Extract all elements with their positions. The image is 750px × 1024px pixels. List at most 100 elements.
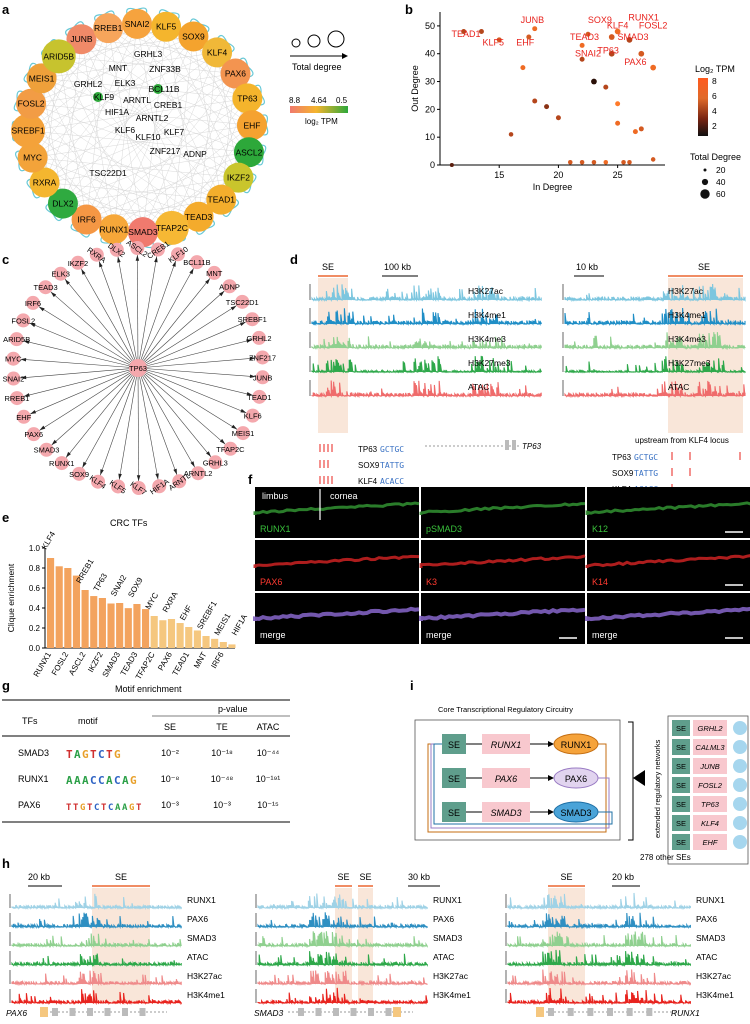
panel-c-radial-network: CREB1KLF10BCL11BMNTADNPTSC22D1SREBF1GRHL… [3,238,276,497]
gene-box [693,758,727,774]
network-node-label: IKZF2 [227,173,250,183]
bar [228,644,236,648]
y-tick-label: 30 [425,77,435,87]
radial-node [235,294,250,309]
network-edge [62,73,236,204]
track-label: RUNX1 [187,895,216,905]
network-edge [58,56,236,74]
radial-edge [13,358,139,369]
bar [211,638,219,648]
radial-node [191,466,206,481]
scatter-point [508,132,514,137]
motif-logo-letter: G [130,774,137,787]
network-node-label: TEAD3 [185,212,213,222]
radial-edge [137,337,260,369]
tissue-band [253,554,420,569]
table-pvalue: 10⁻² [161,748,179,758]
scatter-point [638,126,644,132]
network-node-label: TFAP2C [156,223,188,233]
gene-box [693,815,727,831]
radial-node [6,371,21,386]
track-label: H3K27ac [468,286,504,296]
table-row-tf: RUNX1 [18,774,49,784]
gene-exon [548,1008,554,1016]
gene-utr [40,1007,48,1017]
tissue-band [419,502,586,516]
radial-edge [16,367,139,399]
radial-node [150,242,165,257]
scatter-point [579,56,585,62]
bar [81,590,89,648]
radial-node [236,426,251,441]
radial-edge [77,262,139,369]
se-box-label: SE [448,740,460,750]
se-box [442,734,466,754]
radial-node [222,279,237,294]
table-col-header: SE [164,722,176,732]
circuitry-title: Core Transcriptional Regulatory Circuitr… [438,705,573,714]
network-edge [113,73,236,230]
radial-node [70,255,85,270]
network-node [47,188,78,219]
bar [116,603,124,648]
gene-exon [385,1008,392,1016]
tile-label: PAX6 [260,577,282,587]
radial-node-label: SNAI2 [3,375,25,384]
inner-node-label: ADNP [183,149,207,159]
radial-node [172,474,187,489]
limbus-label: limbus [262,491,289,501]
tf-protein [733,797,747,811]
radial-edge [78,367,139,474]
scale-label-right: 10 kb [576,262,598,272]
network-node [11,113,46,148]
legend-size-medium [307,34,321,48]
network-edge [142,26,167,233]
radial-edge-arrow [30,409,37,414]
gene-exon [626,1008,633,1016]
network-node-label: EHF [243,120,260,130]
tile-label: K3 [426,577,437,587]
color-legend-title: Log₂ TPM [695,64,735,74]
gene-name: PAX6 [6,1008,27,1018]
motif-logo: TATTG [380,461,404,470]
signal-track [257,893,428,911]
motif-logo-letter: A [106,774,113,787]
radial-edge [97,367,139,482]
gene-box [482,768,530,788]
se-label: SE [337,872,349,882]
panel-letter-a: a [2,2,10,17]
signal-track [311,336,542,351]
track-label: H3K4me1 [668,310,706,320]
bracket-arrow [633,770,645,786]
radial-node [25,295,40,310]
radial-node [189,255,204,270]
x-tick-label: TEAD1 [171,650,192,677]
tf-protein [733,816,747,830]
radial-node-label: GRHL3 [203,458,228,467]
chart-title: CRC TFs [110,518,148,528]
radial-edge-arrow [249,356,256,361]
gene-box-label: SMAD3 [490,808,521,818]
track-label: H3K27me3 [668,358,711,368]
radial-node [9,332,24,347]
bar [107,603,115,648]
radial-edge-arrow [65,279,70,285]
motif-logo-letter: G [82,748,89,761]
radial-edge [137,254,179,369]
gene-exon [350,1008,357,1016]
gene-exon [52,1008,58,1016]
radial-edge-arrow [99,261,103,268]
gene-utr [393,1007,401,1017]
bar [142,609,150,648]
panel-letter-g: g [2,678,10,693]
scatter-point [627,159,632,165]
gene-exon [122,1008,128,1016]
track-label: H3K27ac [433,971,469,981]
tissue-band [585,501,750,516]
bar-top-label: HIF1A [230,612,249,637]
scatter-point [614,28,621,35]
gene-box-label: KLF4 [701,819,719,828]
radial-node [72,466,87,481]
network-edge [31,73,236,104]
